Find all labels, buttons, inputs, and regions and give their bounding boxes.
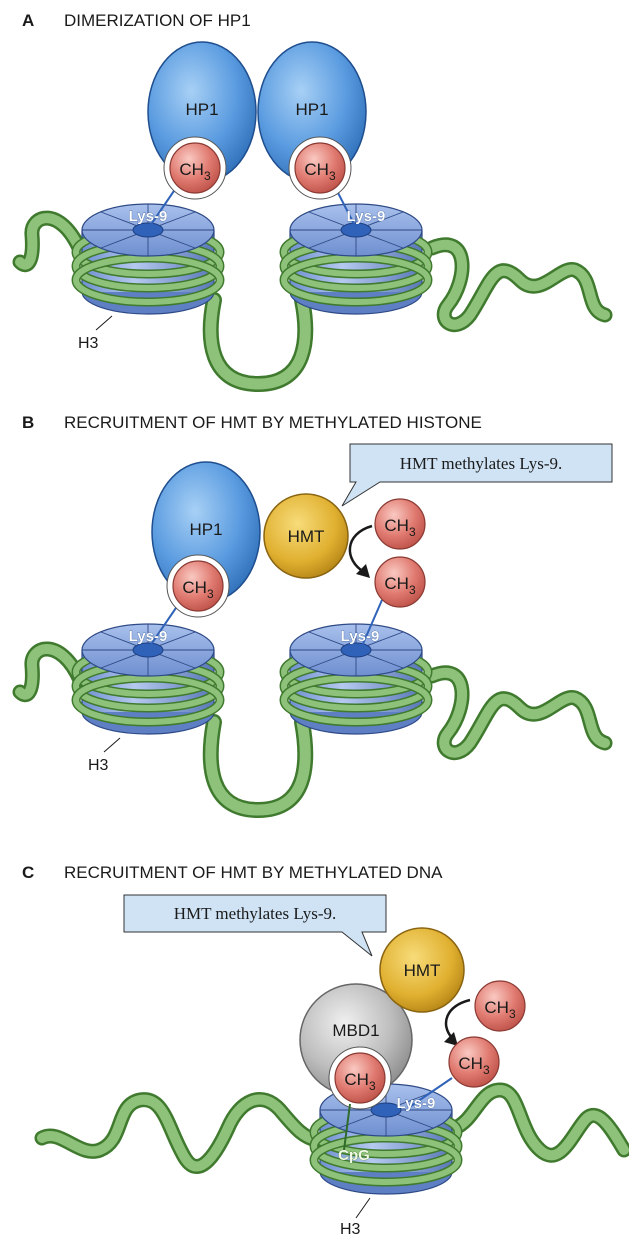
callout-b-text: HMT methylates Lys-9. bbox=[400, 454, 563, 473]
ch3-label: CH bbox=[484, 998, 509, 1017]
ch3-subscript: 3 bbox=[204, 169, 211, 183]
lys9-label-right: Lys-9 bbox=[347, 208, 386, 225]
ch3-subscript: 3 bbox=[509, 1007, 516, 1021]
svg-text:CH3: CH3 bbox=[304, 160, 336, 183]
methyl-group-cpg bbox=[334, 1052, 386, 1104]
dna-right bbox=[450, 1084, 629, 1161]
svg-text:CH3: CH3 bbox=[344, 1070, 376, 1093]
ch3-label: CH bbox=[182, 578, 207, 597]
svg-text:CH3: CH3 bbox=[484, 998, 516, 1021]
ch3-label: CH bbox=[458, 1054, 483, 1073]
hp1-right-label: HP1 bbox=[295, 100, 328, 119]
lys9-label-left: Lys-9 bbox=[129, 208, 168, 225]
transfer-arrow bbox=[444, 998, 471, 1039]
callout-b bbox=[341, 443, 613, 507]
panel-c-letter: C bbox=[22, 863, 34, 882]
hmt-label: HMT bbox=[288, 527, 325, 546]
ch3-subscript: 3 bbox=[207, 587, 214, 601]
dna-tail-right bbox=[427, 667, 610, 758]
hmt bbox=[263, 493, 349, 579]
transfer-arrow bbox=[348, 524, 373, 574]
lys9-label: Lys-9 bbox=[397, 1095, 436, 1112]
linker-dna bbox=[205, 716, 311, 816]
methyl-group-free bbox=[374, 498, 426, 550]
ch3-subscript: 3 bbox=[409, 525, 416, 539]
lys9-label-left: Lys-9 bbox=[129, 628, 168, 645]
cpg-label: CpG bbox=[338, 1147, 370, 1164]
panel-a-title: DIMERIZATION OF HP1 bbox=[64, 11, 251, 30]
ch3-label: CH bbox=[344, 1070, 369, 1089]
mbd1-label: MBD1 bbox=[332, 1021, 379, 1040]
dna-tail-left bbox=[15, 644, 85, 700]
ch3-label: CH bbox=[384, 574, 409, 593]
callout-c-text: HMT methylates Lys-9. bbox=[174, 904, 337, 923]
svg-text:CH3: CH3 bbox=[182, 578, 214, 601]
methyl-group-free bbox=[474, 980, 526, 1032]
callout-c bbox=[123, 894, 387, 957]
h3-label: H3 bbox=[88, 757, 109, 774]
methyl-group-bound bbox=[172, 560, 224, 612]
hp1-label: HP1 bbox=[189, 520, 222, 539]
ch3-label: CH bbox=[179, 160, 204, 179]
svg-text:CH3: CH3 bbox=[384, 574, 416, 597]
methyl-group-right bbox=[294, 142, 346, 194]
panel-a: A DIMERIZATION OF HP1 HP1 HP1 CH3 CH3 Ly… bbox=[12, 11, 613, 393]
panel-b: B RECRUITMENT OF HMT BY METHYLATED HISTO… bbox=[12, 413, 613, 819]
ch3-subscript: 3 bbox=[483, 1063, 490, 1077]
h3-label: H3 bbox=[78, 335, 99, 352]
hmt-label: HMT bbox=[404, 961, 441, 980]
ch3-label: CH bbox=[384, 516, 409, 535]
ch3-subscript: 3 bbox=[409, 583, 416, 597]
hmt bbox=[379, 927, 465, 1013]
svg-text:CH3: CH3 bbox=[384, 516, 416, 539]
dna-left bbox=[37, 1094, 325, 1172]
panel-c: C RECRUITMENT OF HMT BY METHYLATED DNA H… bbox=[22, 863, 629, 1238]
hp1-left-label: HP1 bbox=[185, 100, 218, 119]
panel-c-title: RECRUITMENT OF HMT BY METHYLATED DNA bbox=[64, 863, 443, 882]
ch3-label: CH bbox=[304, 160, 329, 179]
svg-text:CH3: CH3 bbox=[179, 160, 211, 183]
svg-text:CH3: CH3 bbox=[458, 1054, 490, 1077]
h3-label: H3 bbox=[340, 1221, 361, 1238]
methyl-group-added bbox=[448, 1036, 500, 1088]
methyl-group-added bbox=[374, 556, 426, 608]
panel-a-letter: A bbox=[22, 11, 34, 30]
panel-b-title: RECRUITMENT OF HMT BY METHYLATED HISTONE bbox=[64, 413, 482, 432]
ch3-subscript: 3 bbox=[369, 1079, 376, 1093]
ch3-subscript: 3 bbox=[329, 169, 336, 183]
nucleosome bbox=[314, 1084, 458, 1194]
methyl-group-left bbox=[169, 142, 221, 194]
lys9-label-right: Lys-9 bbox=[341, 628, 380, 645]
panel-b-letter: B bbox=[22, 413, 34, 432]
